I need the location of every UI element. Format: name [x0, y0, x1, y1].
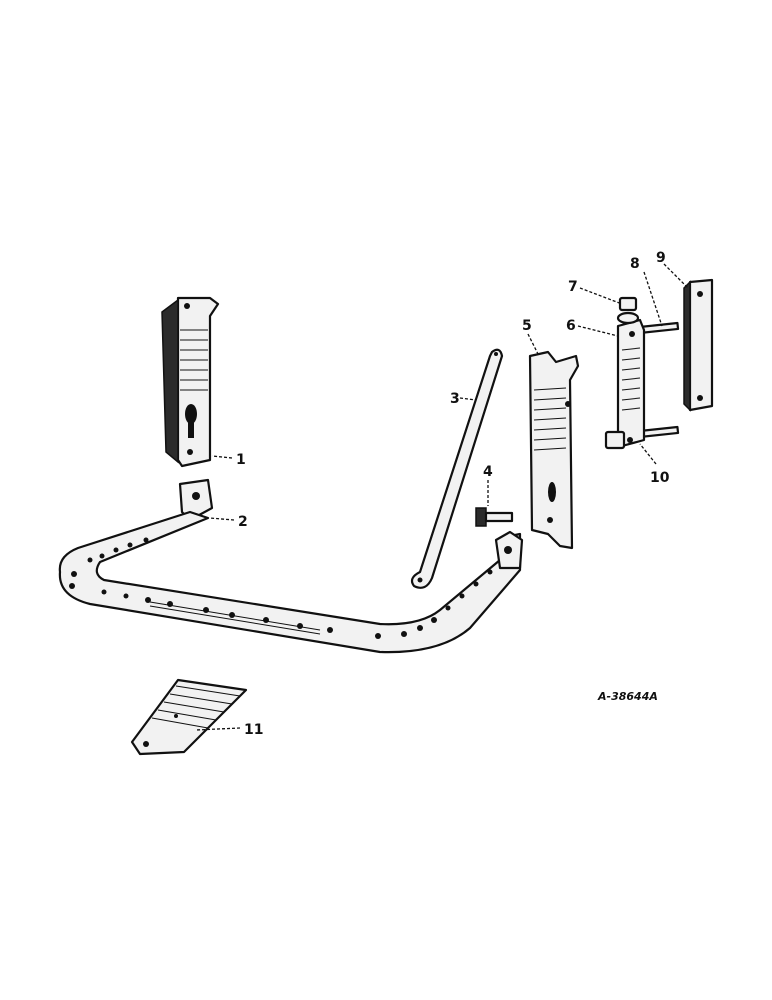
left-bracket-part — [161, 296, 220, 468]
callout-2: 2 — [238, 514, 248, 530]
callout-9: 9 — [656, 250, 666, 266]
callouts: 1 2 3 4 5 6 7 8 9 10 11 — [236, 250, 670, 738]
callout-10: 10 — [650, 470, 670, 486]
callout-3: 3 — [450, 391, 460, 407]
bolt-part — [475, 507, 514, 527]
clamp-assembly-part — [604, 296, 680, 450]
callout-11: 11 — [244, 722, 263, 738]
figure-id: A-38644A — [597, 690, 658, 703]
callout-1: 1 — [236, 452, 246, 468]
step-plate-part — [130, 678, 248, 756]
callout-7: 7 — [568, 279, 578, 295]
brace-rod-part — [410, 348, 504, 589]
callout-8: 8 — [630, 256, 640, 272]
callout-5: 5 — [522, 318, 532, 334]
back-plate-part — [683, 278, 714, 412]
callout-4: 4 — [483, 464, 493, 480]
callout-6: 6 — [566, 318, 576, 334]
platform-frame-part — [58, 478, 524, 654]
leader-lines — [195, 263, 689, 731]
right-bracket-part — [528, 350, 580, 550]
